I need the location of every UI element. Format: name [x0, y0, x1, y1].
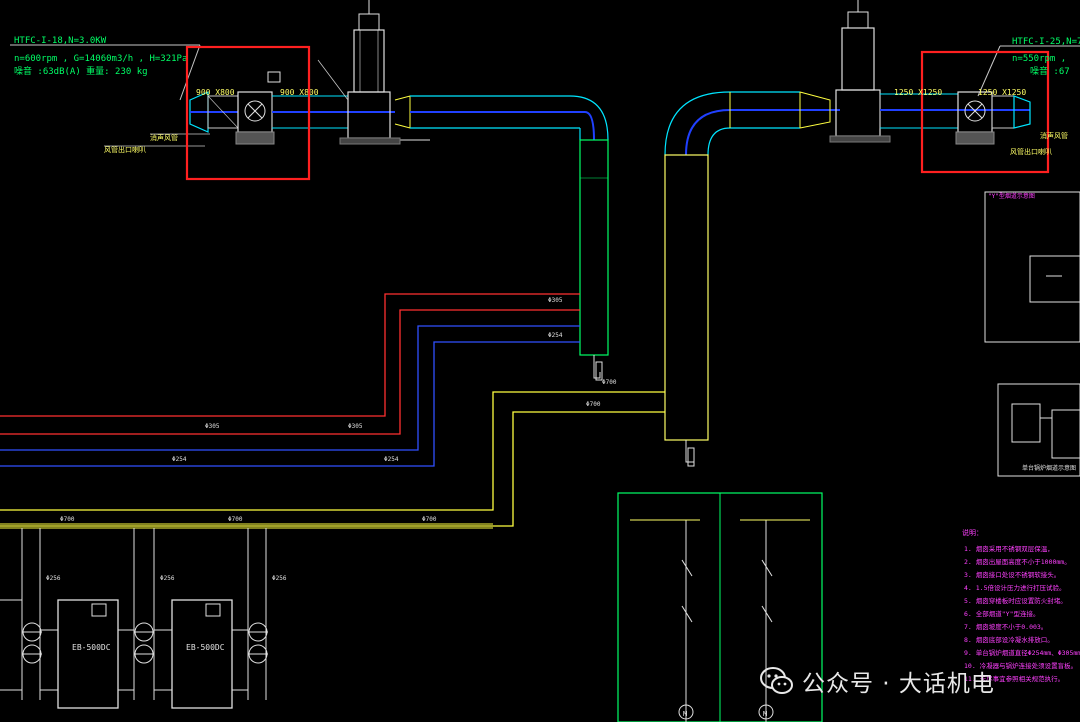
note-11: 11. 未尽事宜参照相关规范执行。: [964, 674, 1064, 683]
boiler-1-label: EB-500DC: [72, 643, 111, 652]
pipe-label-9: Φ700: [60, 516, 75, 523]
fan-left-duct-out: 900 X800: [280, 88, 319, 97]
note-7: 7. 烟囱坡度不小于0.003。: [964, 622, 1047, 631]
boiler-header: [0, 523, 493, 700]
pipe-label-14: Φ256: [272, 575, 287, 582]
pipe-label-2: Φ254: [548, 332, 563, 339]
fan-right-duct-in: 1250 X1250: [894, 88, 942, 97]
electrical-panel: M M: [617, 492, 823, 722]
fan-left-params: n=600rpm , G=14060m3/h , H=321Pa: [14, 54, 187, 64]
pipe-label-1: Φ305: [548, 297, 563, 304]
pipe-label-10: Φ700: [228, 516, 243, 523]
flue-pipes: [0, 293, 665, 527]
fan-left-outlet-label: 风管出口喇叭: [104, 145, 146, 154]
svg-text:M: M: [683, 710, 687, 718]
boiler-1: [40, 599, 134, 709]
plan-view: [984, 191, 1080, 477]
fan-unit-left: HTFC-I-18,N=3.0KW n=600rpm , G=14060m3/h…: [10, 0, 430, 181]
fan-right-silencer-label: 消声风管: [1040, 131, 1068, 140]
fan-left-noise: 噪音 :63dB(A) 重量: 230 kg: [14, 65, 148, 77]
svg-text:M: M: [763, 710, 767, 718]
notes-title: 说明：: [962, 528, 983, 537]
fan-right-duct-out: 1250 X1250: [978, 88, 1026, 97]
pipe-label-5: Φ254: [172, 456, 187, 463]
pipe-label-4: Φ305: [348, 423, 363, 430]
boiler-2-label: EB-500DC: [186, 643, 225, 652]
pipe-label-6: Φ254: [384, 456, 399, 463]
fan-left-silencer-label: 消声风管: [150, 133, 178, 142]
duct-right: [664, 91, 840, 467]
pipe-label-3: Φ305: [205, 423, 220, 430]
boiler-2: [154, 599, 248, 709]
pipe-label-7: Φ700: [586, 401, 601, 408]
watermark: 公众号 · 大话机电: [760, 664, 995, 698]
wechat-icon: [760, 667, 793, 694]
fan-unit-right: [829, 0, 1080, 174]
fan-left-duct-in: 900 X800: [196, 88, 235, 97]
fan-left-model: HTFC-I-18,N=3.0KW: [14, 36, 107, 46]
fan-right-noise: 噪音 :67: [1030, 65, 1070, 77]
note-4: 4. 1.5倍设计压力进行打压试验。: [964, 583, 1065, 592]
note-8: 8. 烟囱底部设冷凝水排放口。: [964, 635, 1054, 644]
note-2: 2. 烟囱出屋面高度不小于1000mm。: [964, 557, 1071, 566]
plan-title: "Y"型烟道示意图: [988, 192, 1035, 200]
note-1: 1. 烟囱采用不锈钢双层保温，: [964, 544, 1054, 553]
highlight-box-left: [185, 45, 311, 181]
watermark-text: 公众号 · 大话机电: [802, 671, 995, 697]
panel-title: 单台锅炉烟道示意图: [1022, 464, 1076, 472]
pipe-label-12: Φ256: [46, 575, 61, 582]
notes: 说明： 1. 烟囱采用不锈钢双层保温， 2. 烟囱出屋面高度不小于1000mm。…: [962, 528, 1080, 683]
pipe-label-11: Φ700: [422, 516, 437, 523]
note-10: 10. 冷凝器与锅炉连接处须设置盲板。: [964, 661, 1077, 670]
pipe-label-13: Φ256: [160, 575, 175, 582]
duct-left: [410, 95, 609, 381]
note-9: 9. 单台锅炉烟道直径Φ254mm、Φ305mm: [964, 648, 1080, 657]
note-3: 3. 烟囱接口处设不锈钢软接头。: [964, 570, 1060, 579]
fan-right-model: HTFC-I-25,N=7: [1012, 37, 1080, 47]
fan-right-outlet-label: 风管出口喇叭: [1010, 147, 1052, 156]
pipe-label-8: Φ700: [602, 379, 617, 386]
highlight-box-right: [920, 50, 1050, 174]
note-5: 5. 烟囱穿楼板时应设置防火封堵。: [964, 596, 1067, 605]
note-6: 6. 全部烟道"Y"型连接。: [964, 609, 1039, 618]
condensers: [0, 599, 268, 691]
fan-right-params: n=550rpm ,: [1012, 54, 1066, 64]
